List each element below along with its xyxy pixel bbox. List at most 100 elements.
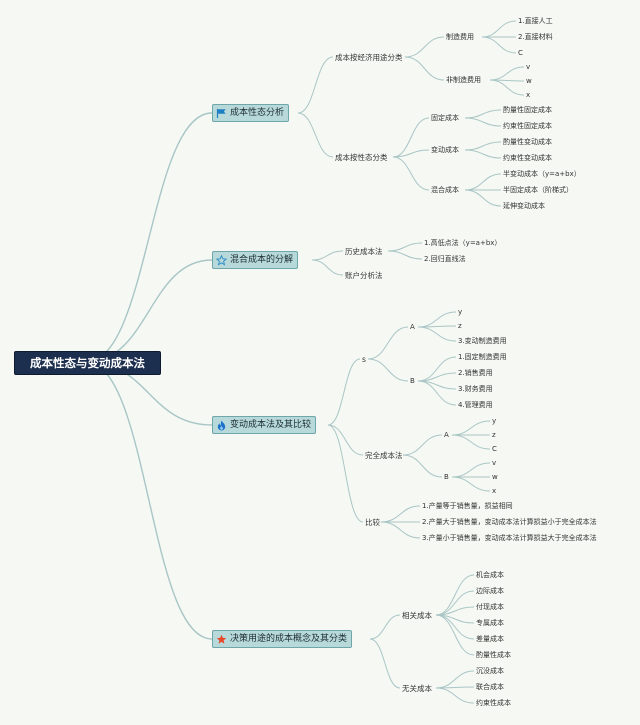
leaf[interactable]: C: [492, 445, 497, 453]
leaf[interactable]: C: [518, 49, 523, 57]
connector: [451, 434, 491, 450]
leaf[interactable]: 约束性固定成本: [503, 122, 552, 130]
node-account-analysis-method[interactable]: 账户分析法: [345, 271, 383, 280]
connector: [435, 670, 475, 689]
leaf[interactable]: 3.产量小于销售量，变动成本法计算损益大于完全成本法: [422, 534, 597, 542]
node-relevant-cost[interactable]: 相关成本: [402, 611, 432, 620]
node-mixed-cost[interactable]: 混合成本: [431, 186, 459, 194]
connector: [435, 574, 475, 616]
connector: [435, 687, 475, 704]
branch-label: 混合成本的分解: [230, 255, 294, 265]
node-s[interactable]: s: [362, 355, 366, 364]
node-s-a[interactable]: A: [410, 323, 415, 331]
node-non-manufacturing[interactable]: 非制造费用: [446, 76, 481, 84]
connector: [464, 189, 502, 207]
connector: [481, 20, 517, 38]
node-irrelevant-cost[interactable]: 无关成本: [402, 684, 432, 693]
leaf[interactable]: 2.回归直线法: [424, 255, 466, 263]
connector: [464, 117, 502, 127]
leaf[interactable]: 酌量性成本: [476, 651, 511, 659]
leaf[interactable]: 3.变动制造费用: [458, 337, 507, 345]
leaf[interactable]: 专属成本: [476, 619, 504, 627]
branch-mixed-cost-decomposition[interactable]: 混合成本的分解: [212, 251, 299, 269]
leaf[interactable]: v: [492, 459, 497, 467]
connector: [417, 326, 457, 342]
leaf[interactable]: 约束性成本: [476, 699, 511, 707]
leaf[interactable]: z: [492, 431, 496, 439]
leaf[interactable]: 机会成本: [476, 571, 504, 579]
connector: [392, 156, 430, 191]
leaf[interactable]: y: [458, 308, 463, 316]
leaf[interactable]: z: [458, 322, 462, 330]
connector: [367, 326, 409, 360]
leaf[interactable]: 边际成本: [476, 587, 504, 595]
flag-icon: [216, 108, 227, 119]
connector: [311, 250, 344, 261]
node-ac-a[interactable]: A: [444, 431, 449, 439]
node-absorption-costing[interactable]: 完全成本法: [365, 451, 403, 460]
leaf[interactable]: 2.销售费用: [458, 369, 493, 377]
connector: [392, 117, 430, 158]
leaf[interactable]: 半变动成本（y=a+bx）: [503, 170, 581, 178]
connector: [481, 36, 517, 54]
connector: [489, 66, 525, 81]
connector: [451, 420, 491, 436]
leaf[interactable]: x: [526, 91, 531, 99]
leaf[interactable]: 付现成本: [476, 603, 504, 611]
connector: [464, 173, 502, 191]
leaf[interactable]: 延伸变动成本: [503, 202, 545, 210]
connector: [402, 454, 443, 478]
connector: [387, 250, 423, 260]
branch-cost-behavior-analysis[interactable]: 成本性态分析: [212, 104, 290, 122]
leaf[interactable]: 半固定成本（阶梯式）: [503, 186, 573, 194]
connector: [85, 361, 213, 640]
leaf[interactable]: 2.产量大于销售量，变动成本法计算损益小于完全成本法: [422, 518, 597, 526]
leaf[interactable]: x: [492, 487, 497, 495]
connector: [327, 424, 364, 456]
leaf[interactable]: 酌量性变动成本: [503, 138, 552, 146]
leaf[interactable]: 差量成本: [476, 635, 504, 643]
leaf[interactable]: v: [526, 63, 531, 71]
node-s-b[interactable]: B: [410, 377, 415, 385]
connector: [464, 149, 502, 159]
leaf[interactable]: 1.固定制造费用: [458, 353, 507, 361]
leaf[interactable]: 1.产量等于销售量，损益相同: [422, 502, 513, 510]
connector: [327, 424, 364, 523]
node-manufacturing-overhead[interactable]: 制造费用: [446, 33, 474, 41]
node-fixed-cost[interactable]: 固定成本: [431, 114, 459, 122]
connector: [417, 311, 457, 328]
connector: [464, 109, 502, 119]
branch-label: 成本性态分析: [230, 108, 285, 118]
root-node[interactable]: 成本性态与变动成本法: [14, 351, 161, 375]
connector: [85, 259, 213, 363]
leaf[interactable]: y: [492, 417, 497, 425]
node-ac-b[interactable]: B: [444, 473, 449, 481]
leaf[interactable]: 2.直接材料: [518, 33, 553, 41]
leaf[interactable]: 沉没成本: [476, 667, 504, 675]
branch-label: 变动成本法及其比较: [230, 420, 312, 430]
connector: [380, 521, 421, 539]
connector: [464, 141, 502, 151]
leaf[interactable]: w: [526, 77, 532, 85]
branch-label: 决策用途的成本概念及其分类: [230, 634, 348, 644]
node-by-behavior[interactable]: 成本按性态分类: [335, 153, 388, 162]
node-by-economic-use[interactable]: 成本按经济用途分类: [335, 53, 403, 62]
node-historical-cost-method[interactable]: 历史成本法: [345, 247, 383, 256]
leaf[interactable]: w: [492, 473, 498, 481]
branch-variable-costing[interactable]: 变动成本法及其比较: [212, 416, 317, 434]
node-variable-cost[interactable]: 变动成本: [431, 146, 459, 154]
leaf[interactable]: 约束性变动成本: [503, 154, 552, 162]
leaf[interactable]: 1.直接人工: [518, 17, 553, 25]
node-comparison[interactable]: 比较: [365, 518, 380, 527]
leaf[interactable]: 联合成本: [476, 683, 504, 691]
leaf[interactable]: 4.管理费用: [458, 401, 493, 409]
leaf[interactable]: 3.财务费用: [458, 385, 493, 393]
leaf[interactable]: 酌量性固定成本: [503, 106, 552, 114]
branch-decision-cost-concepts[interactable]: 决策用途的成本概念及其分类: [212, 630, 353, 648]
leaf[interactable]: 1.高低点法（y=a+bx）: [424, 239, 502, 247]
connector: [387, 242, 423, 252]
connector: [404, 56, 445, 81]
connector: [369, 638, 401, 689]
connector: [404, 36, 445, 58]
